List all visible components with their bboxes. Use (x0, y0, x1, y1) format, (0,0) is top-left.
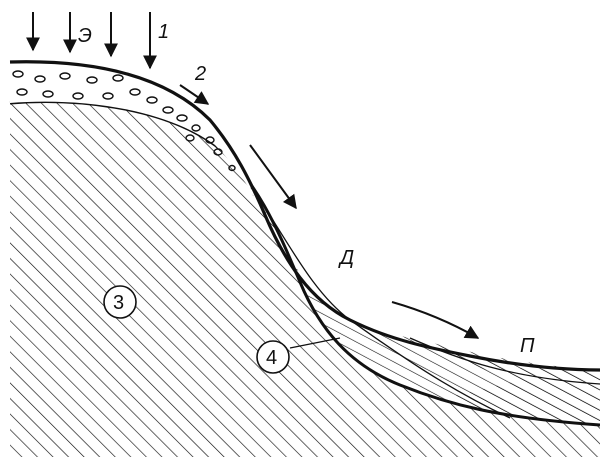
circled-label-4: 4 (256, 340, 290, 374)
label-number-2: 2 (194, 63, 206, 85)
label-proluvium: П (520, 335, 535, 357)
eluvium-pebbles (12, 70, 236, 172)
label-eluvium: Э (78, 25, 92, 47)
precipitation-arrows (26, 12, 157, 70)
proluvium-layer (420, 340, 600, 425)
label-number-3: 3 (113, 292, 124, 314)
circled-label-3: 3 (103, 285, 137, 319)
label-number-4: 4 (266, 347, 277, 369)
slope-movement-arrows (179, 84, 480, 339)
eluvium-layer (10, 61, 252, 192)
label-number-1: 1 (158, 21, 169, 43)
label-deluvium: Д (338, 247, 354, 269)
leader-line-4 (289, 337, 341, 349)
bedrock-layer (10, 101, 600, 457)
proluvium-base (409, 337, 600, 385)
